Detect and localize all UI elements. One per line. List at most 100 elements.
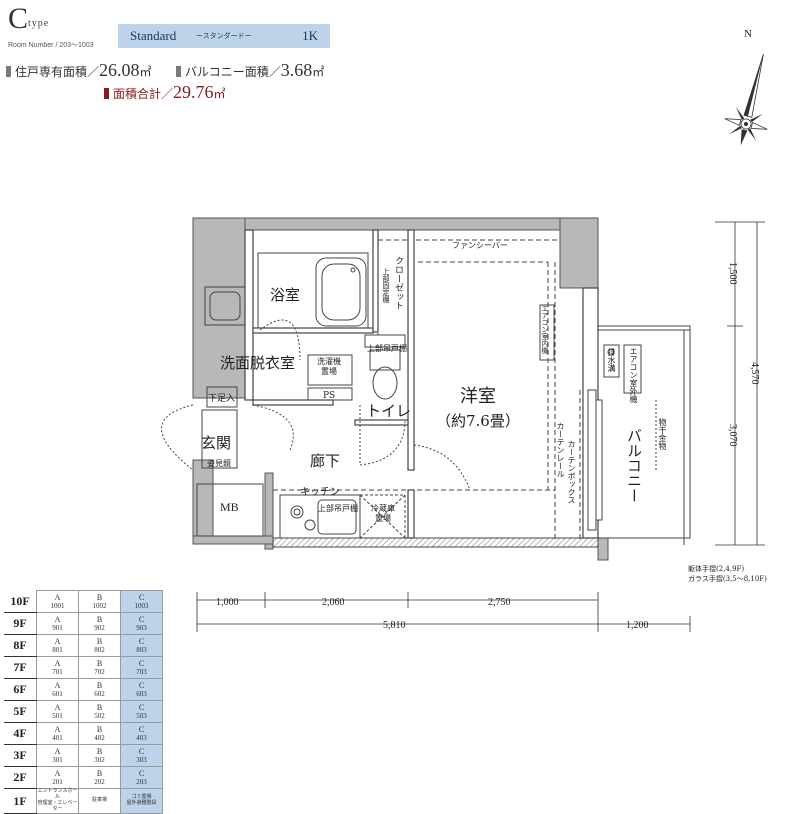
unit-number: 1003 <box>134 601 149 610</box>
room-bath: 浴室 <box>270 286 301 304</box>
floor-label: 1F <box>4 788 37 814</box>
washroom-fixtures <box>204 286 353 401</box>
unit-type: B <box>96 680 103 690</box>
unit-type: B <box>96 702 103 712</box>
dim-right-1: 1,500 <box>727 262 738 285</box>
floor-label: 8F <box>4 634 37 657</box>
unit-number: 601 <box>52 689 63 698</box>
unit-number: 403 <box>136 733 147 742</box>
entrance-door <box>161 386 471 491</box>
private-area-value: 26.08 <box>99 60 140 80</box>
unit-type: B <box>96 614 103 624</box>
unit-number: 203 <box>136 777 147 786</box>
unit-type: B <box>96 724 103 734</box>
unit-number: 501 <box>52 711 63 720</box>
slab-hatch <box>272 537 599 548</box>
dim-bottom-2: 2,060 <box>322 597 345 608</box>
bullet-marker <box>104 88 109 99</box>
unit-type: C <box>138 680 145 690</box>
unit-type: B <box>96 768 103 778</box>
badge-standard-jp: ースタンダードー <box>196 32 252 40</box>
dim-bottom-3: 2,750 <box>488 597 511 608</box>
unit-number: 401 <box>52 733 63 742</box>
total-area-label: 面積合計／ <box>113 87 174 101</box>
drain-label: 排水溝 <box>607 348 616 372</box>
total-area: 面積合計／29.76㎡ <box>104 82 226 103</box>
floor-label: 4F <box>4 722 37 745</box>
unit-type: 駐車場 <box>91 798 107 803</box>
unit-cell-a: エントランスホール管理室・エレベーター <box>36 788 79 814</box>
right-dimension-lines <box>715 221 765 546</box>
dim-bottom-total: 5,810 <box>383 620 406 631</box>
compass-north-label: N <box>744 28 752 40</box>
shoe-box-label: 下足入 <box>208 394 236 404</box>
total-area-value: 29.76 <box>173 82 214 102</box>
unit-type: A <box>54 768 61 778</box>
unit-number: 502 <box>94 711 105 720</box>
bullet-marker <box>6 66 11 77</box>
fancy-bar-label: ファンシーバー <box>452 241 508 250</box>
unit-type: C <box>138 658 145 668</box>
dim-bottom-1: 1,000 <box>216 597 239 608</box>
washer-space-label: 洗濯機置場 <box>317 357 341 376</box>
room-entrance: 玄関 <box>201 434 232 452</box>
floor-label: 2F <box>4 766 37 789</box>
unit-number: 703 <box>136 667 147 676</box>
unit-type: A <box>54 746 61 756</box>
railing-note-1: 躯体手摺(2,4,9F) <box>688 565 745 573</box>
private-area-label: 住戸専有面積／ <box>15 65 100 79</box>
closet-label: クローゼット <box>393 256 403 310</box>
laundry-pole-label: 物干金物 <box>658 418 667 450</box>
room-kitchen: キッチン <box>300 487 340 498</box>
unit-number: 301 <box>52 755 63 764</box>
room-number: Room Number / 203〜1003 <box>8 42 94 49</box>
fridge-space-label: 冷蔵庫置場 <box>371 504 395 523</box>
unit-cell-b: 駐車場 <box>78 788 121 814</box>
balcony-fixtures <box>603 344 657 470</box>
ac-indoor-label: エアコン室内機 <box>541 305 549 354</box>
dim-bottom-balcony: 1,200 <box>626 620 649 631</box>
unit-type: B <box>96 592 103 602</box>
unit-type: A <box>54 636 61 646</box>
unit-type: A <box>54 724 61 734</box>
floor-label: 5F <box>4 700 37 723</box>
unit-number: 801 <box>52 645 63 654</box>
floor-label: 3F <box>4 744 37 767</box>
area-unit: ㎡ <box>213 87 226 101</box>
unit-number: 702 <box>94 667 105 676</box>
unit-number: 803 <box>136 645 147 654</box>
upper-shelf-label: 上部固定棚 <box>382 268 390 303</box>
unit-number: 802 <box>94 645 105 654</box>
dim-right-2: 3,070 <box>727 424 738 447</box>
unit-type: A <box>54 592 61 602</box>
unit-number: 屋外避難階段 <box>126 801 157 806</box>
unit-type: C <box>138 636 145 646</box>
unit-type: C <box>138 614 145 624</box>
unit-type: A <box>54 614 61 624</box>
unit-type: B <box>96 746 103 756</box>
